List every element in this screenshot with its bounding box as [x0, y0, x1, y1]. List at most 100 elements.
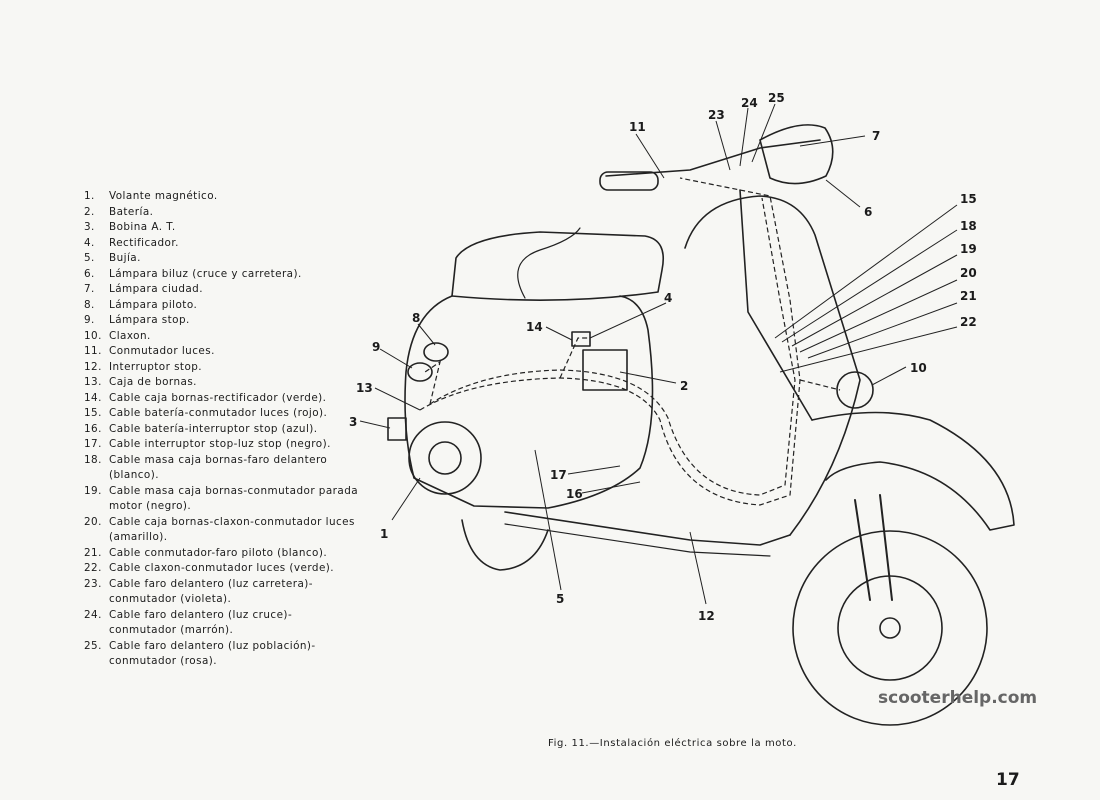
floorboard	[504, 511, 791, 546]
legend-text: Cable caja bornas-claxon-conmutador luce…	[109, 515, 355, 544]
legend-item: 18. Cable masa caja bornas-faro delantero…	[84, 453, 359, 484]
legend-item: 20.Cable caja bornas-claxon-conmutador l…	[84, 515, 359, 546]
rectifier	[571, 331, 591, 347]
legend-text: Cable faro delantero (luz carretera)-con…	[109, 577, 313, 606]
watermark: scooterhelp.com	[878, 688, 1038, 708]
harness-rear	[419, 177, 801, 506]
legend-number: 22.	[84, 562, 102, 574]
callout-10: 10	[910, 361, 927, 375]
legend-text: Lámpara biluz (cruce y carretera).	[109, 267, 302, 280]
legend-number: 4.	[84, 236, 95, 249]
legend-text: Claxon.	[109, 329, 151, 342]
callout-11: 11	[629, 120, 646, 134]
legend-item: 19. Cable masa caja bornas-conmutador par…	[84, 484, 359, 515]
legend-number: 25.	[84, 639, 102, 652]
legend-number: 10.	[84, 329, 102, 342]
legend-text: Cable caja bornas-rectificador (verde).	[109, 391, 327, 404]
pilot-lamp	[423, 342, 449, 362]
callout-19: 19	[960, 242, 977, 256]
callout-25: 25	[768, 91, 785, 105]
callout-2: 2	[680, 379, 688, 393]
page-number: 17	[996, 770, 1020, 790]
callout-16: 16	[566, 487, 583, 501]
legend-text: Lámpara stop.	[109, 314, 190, 326]
legend-number: 2.	[84, 205, 95, 218]
legend-text: Cable conmutador-faro piloto (blanco).	[109, 546, 328, 559]
callout-1: 1	[380, 527, 388, 541]
callout-20: 20	[960, 266, 977, 280]
rear-cowl	[404, 295, 654, 509]
legend-text: Caja de bornas.	[109, 376, 197, 388]
front-fork	[854, 494, 893, 601]
steering-column	[739, 189, 813, 421]
legend-item: 1.Volante magnético.	[84, 189, 359, 205]
legend-item: 24. Cable faro delantero (luz cruce)-conm…	[84, 608, 359, 639]
legend-text: Rectificador.	[109, 236, 179, 249]
callout-4: 4	[664, 291, 672, 305]
legend-text: Lámpara ciudad.	[109, 283, 203, 295]
legend-number: 24.	[84, 608, 102, 621]
legend-item: 21.Cable conmutador-faro piloto (blanco)…	[84, 546, 359, 562]
legend-number: 5.	[84, 252, 95, 264]
floorboard-edge	[504, 523, 771, 557]
legend-number: 19.	[84, 484, 102, 497]
figure-caption: Fig. 11.—Instalación eléctrica sobre la …	[548, 738, 797, 749]
legend-item: 16. Cable batería-interruptor stop (azul)…	[84, 422, 359, 438]
legend-number: 14.	[84, 391, 102, 404]
legend-item: 15. Cable batería-conmutador luces (rojo)…	[84, 406, 359, 422]
legend-item: 9. Lámpara stop.	[84, 313, 359, 329]
legend-item: 5. Bujía.	[84, 251, 359, 267]
callout-12: 12	[698, 609, 715, 623]
front-fender	[811, 411, 1015, 531]
seat-spring	[517, 227, 581, 299]
legend-text: Batería.	[109, 205, 154, 218]
legend-item: 17.Cable interruptor stop-luz stop (negr…	[84, 437, 359, 453]
rear-wheel	[461, 519, 549, 571]
legend-text: Cable masa caja bornas-conmutador parada…	[109, 484, 359, 513]
legend-text: Interruptor stop.	[109, 360, 203, 373]
legend-item: 6.Lámpara biluz (cruce y carretera).	[84, 267, 359, 283]
legend-text: Bobina A. T.	[109, 221, 176, 233]
legend-item: 3. Bobina A. T.	[84, 220, 359, 236]
callout-6: 6	[864, 205, 872, 219]
leg-shield	[684, 195, 861, 536]
horn	[836, 371, 874, 409]
legend-item: 12.Interruptor stop.	[84, 360, 359, 376]
callout-labels: 1 2 3 4 5 6 7 8 9 10 11 12 13 14 15 16 1…	[349, 91, 977, 623]
legend-number: 16.	[84, 422, 102, 435]
legend-text: Cable faro delantero (luz cruce)-conmuta…	[109, 608, 293, 637]
legend-text: Conmutador luces.	[109, 345, 215, 357]
legend-number: 18.	[84, 453, 102, 466]
legend-text: Lámpara piloto.	[109, 298, 198, 311]
callout-3: 3	[349, 415, 357, 429]
handle-grip	[599, 171, 659, 191]
legend-text: Cable batería-interruptor stop (azul).	[109, 422, 318, 435]
legend-item: 22. Cable claxon-conmutador luces (verde)…	[84, 561, 359, 577]
battery	[582, 349, 628, 391]
callout-8: 8	[412, 311, 420, 325]
legend-item: 25. Cable faro delantero (luz población)-…	[84, 639, 359, 670]
legend-item: 23.Cable faro delantero (luz carretera)-…	[84, 577, 359, 608]
legend-text: Cable claxon-conmutador luces (verde).	[109, 562, 335, 574]
harness-front	[429, 197, 796, 496]
legend-text: Cable faro delantero (luz población)-con…	[109, 639, 316, 668]
legend-number: 7.	[84, 283, 95, 295]
legend-number: 11.	[84, 345, 102, 357]
legend-number: 15.	[84, 407, 102, 419]
front-hub	[837, 575, 943, 681]
legend-text: Cable interruptor stop-luz stop (negro).	[109, 438, 331, 450]
callout-21: 21	[960, 289, 977, 303]
callout-7: 7	[872, 129, 880, 143]
legend-number: 9.	[84, 314, 95, 326]
harness-battery	[559, 337, 590, 379]
legend-text: Bujía.	[109, 252, 141, 264]
legend-text: Cable batería-conmutador luces (rojo).	[109, 407, 328, 419]
harness-lamps	[424, 360, 441, 405]
legend-number: 1.	[84, 190, 95, 202]
harness-horn	[799, 379, 841, 391]
legend-number: 3.	[84, 221, 95, 233]
legend-text: Cable masa caja bornas-faro delantero (b…	[109, 453, 328, 482]
callout-13: 13	[356, 381, 373, 395]
headlamp-housing	[759, 124, 834, 185]
legend-number: 13.	[84, 376, 102, 388]
